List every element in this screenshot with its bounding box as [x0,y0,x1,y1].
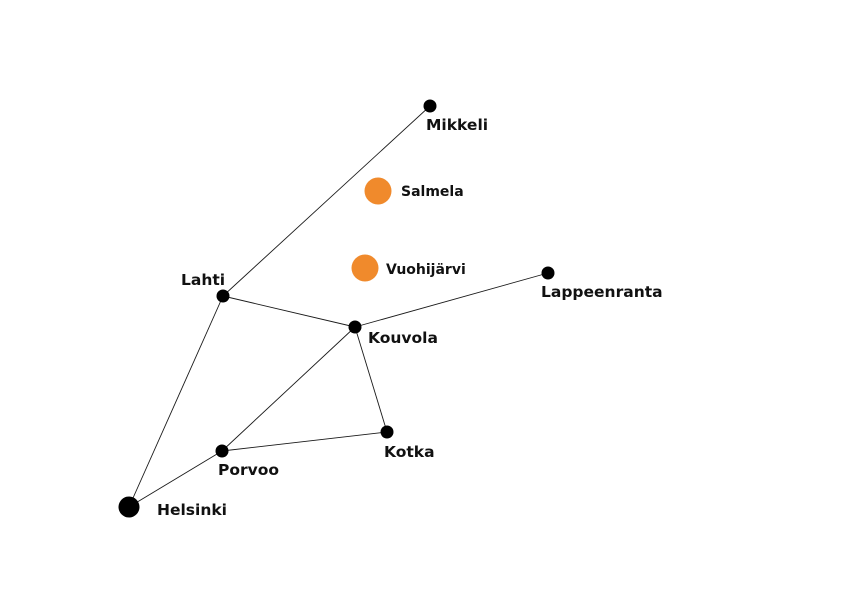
city-label-lahti: Lahti [181,271,225,289]
poi-marker-vuohijarvi [351,254,379,282]
poi-label-salmela: Salmela [401,184,464,200]
city-marker-kotka [380,425,394,439]
city-markers [118,99,555,518]
city-marker-helsinki [118,496,140,518]
city-marker-porvoo [215,444,229,458]
route-lines [128,105,549,508]
city-marker-mikkeli [423,99,437,113]
city-label-porvoo: Porvoo [218,461,279,479]
poi-label-vuohijarvi: Vuohijärvi [386,262,466,278]
route-helsinki-porvoo [128,450,223,508]
route-helsinki-lahti [128,295,224,508]
city-label-mikkeli: Mikkeli [426,116,488,134]
route-porvoo-kotka [221,431,388,452]
route-kouvola-kotka [354,326,388,433]
city-marker-lappeenranta [541,266,555,280]
poi-markers [351,177,392,282]
route-lahti-kouvola [222,295,356,328]
city-label-lappeenranta: Lappeenranta [541,283,663,301]
route-kouvola-lappeenranta [354,272,549,328]
route-lahti-mikkeli [222,105,431,297]
poi-marker-salmela [364,177,392,205]
route-porvoo-kouvola [221,326,356,452]
city-label-kotka: Kotka [384,443,435,461]
city-marker-kouvola [348,320,362,334]
city-label-helsinki: Helsinki [157,501,227,519]
city-label-kouvola: Kouvola [368,329,438,347]
city-marker-lahti [216,289,230,303]
